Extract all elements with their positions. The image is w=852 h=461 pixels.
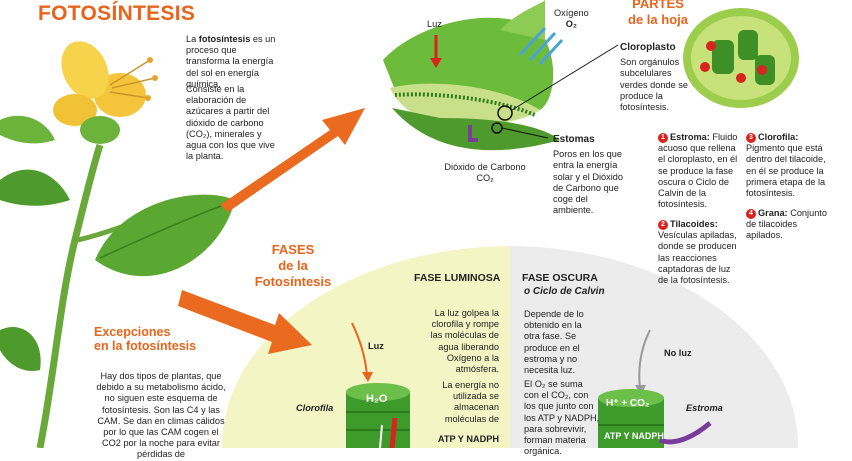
luminosa-title: FASE LUMINOSA <box>414 272 501 284</box>
number-badge: 2 <box>658 220 668 230</box>
luminosa-text: La luz golpea la clorofila y rompe las m… <box>430 308 499 375</box>
oscura-subtitle: o Ciclo de Calvin <box>524 286 605 297</box>
exceptions-title: Excepciones en la fotosíntesis <box>94 325 197 353</box>
leaf-title: PARTES de la hoja <box>628 0 688 27</box>
luz-label: Luz <box>368 341 384 351</box>
chloroplast-diagram <box>683 8 799 108</box>
exceptions-text: Hay dos tipos de plantas, que debido a s… <box>96 371 226 460</box>
oscura-background <box>510 246 799 448</box>
phases-title: FASES de la Fotosíntesis <box>254 242 332 289</box>
clorofila-label: Clorofila <box>296 403 334 413</box>
oscura-title: FASE OSCURA <box>522 272 598 284</box>
plant-leaf-left <box>0 169 70 206</box>
leaf-cross-section <box>383 0 619 151</box>
intro-paragraph: La fotosíntesis es un proceso que transf… <box>186 34 276 89</box>
flower-icon <box>53 41 158 144</box>
arrow-to-leaf <box>220 108 365 212</box>
luminosa-atp: ATP Y NADPH <box>437 434 499 444</box>
atp-nadph-label: ATP Y NADPH <box>604 431 664 441</box>
plant-leaf-bottom <box>0 326 41 371</box>
oscura-text: Depende de lo obtenido en la otra fase. … <box>524 309 584 376</box>
page-title: FOTOSÍNTESIS <box>38 2 196 25</box>
co2-label: Dióxido de Carbono CO₂ <box>444 162 526 184</box>
number-badge: 1 <box>658 133 668 143</box>
plant-leaf-small <box>0 115 55 144</box>
oxygen-label: Oxígeno O₂ <box>554 8 589 30</box>
arrow-to-phases <box>178 290 312 354</box>
plant-stem <box>36 143 104 448</box>
thylakoid-stack-oscura <box>598 389 712 448</box>
h2o-label: H₂O <box>366 393 388 405</box>
intro-paragraph-2: Consiste en la elaboración de azúcares a… <box>186 84 275 162</box>
oscura-text-2: El O₂ se suma con el CO₂, con los que ju… <box>524 379 600 457</box>
chloroplast-info: Cloroplasto Son orgánulos subcelulares v… <box>620 42 688 113</box>
luminosa-background <box>221 246 511 448</box>
light-label: Luz <box>427 19 442 29</box>
h-co2-label: H⁺ + CO₂ <box>606 398 650 409</box>
number-badge: 4 <box>746 209 756 219</box>
estroma-label: Estroma <box>686 403 723 413</box>
number-badge: 3 <box>746 133 756 143</box>
no-luz-label: No luz <box>664 348 692 358</box>
intro-term: fotosíntesis <box>198 34 251 44</box>
luminosa-text-2: La energía no utilizada se almacenan mol… <box>442 380 499 424</box>
illustration-layer <box>0 0 799 448</box>
thylakoid-stack-luminosa <box>346 383 410 448</box>
stomata-info: Estomas Poros en los que entra la energí… <box>553 134 623 216</box>
plant-leaf-big <box>95 194 235 277</box>
